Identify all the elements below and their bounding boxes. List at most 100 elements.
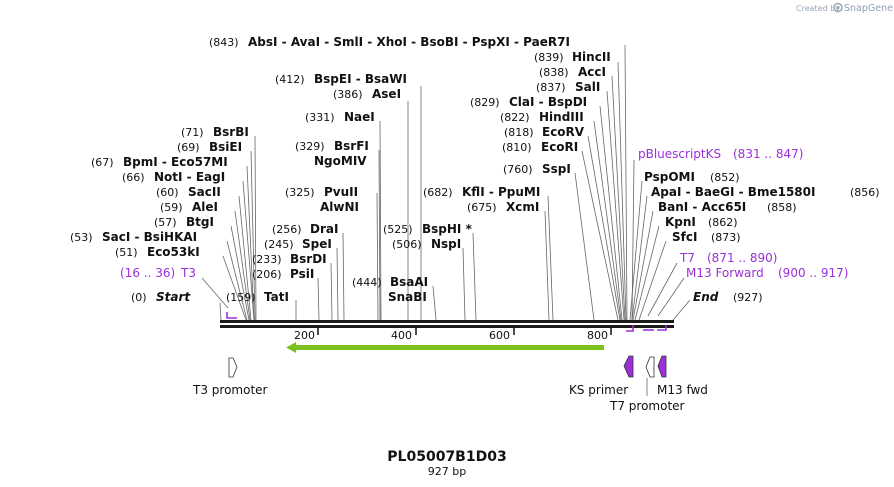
end-position: (927)	[733, 291, 763, 304]
primer-range: (871 .. 890)	[707, 251, 777, 265]
primer-range: (831 .. 847)	[733, 147, 803, 161]
enzyme-names: HindIII	[539, 110, 584, 124]
enzyme-position: (53)	[70, 231, 93, 244]
enzyme-names: BspHI *	[422, 222, 473, 236]
primer-name: T3	[180, 266, 196, 280]
m13-fwd-arrow	[657, 355, 667, 378]
enzyme-position: (412)	[275, 73, 305, 86]
enzyme-names: KpnI	[665, 215, 696, 229]
enzyme-names: NspI	[431, 237, 461, 251]
enzyme-names: NaeI	[344, 110, 375, 124]
enzyme-position: (233)	[252, 253, 282, 266]
tick-label: 400	[391, 329, 412, 342]
primer-name: T7	[679, 251, 695, 265]
enzyme-names: SnaBI	[388, 290, 427, 304]
start-position: (0)	[131, 291, 147, 304]
enzyme-names: BsiEI	[209, 140, 242, 154]
enzyme-position: (839)	[534, 51, 564, 64]
enzyme-position: (57)	[154, 216, 177, 229]
enzyme-names: SacII	[188, 185, 221, 199]
enzyme-names: PspOMI	[644, 170, 695, 184]
enzyme-names: EcoRV	[542, 125, 585, 139]
enzyme-names: KflI - PpuMI	[462, 185, 540, 199]
enzyme-position: (206)	[252, 268, 282, 281]
map-length: 927 bp	[428, 465, 466, 478]
enzyme-names: AleI	[192, 200, 218, 214]
enzyme-position: (525)	[383, 223, 413, 236]
primer-range: (16 .. 36)	[120, 266, 175, 280]
ruler: 200 400 600 800	[294, 328, 612, 342]
snapgene-brand: SnapGene	[844, 3, 893, 14]
enzyme-names: SpeI	[302, 237, 332, 251]
enzyme-names: SalI	[575, 80, 600, 94]
enzyme-position: (829)	[470, 96, 500, 109]
enzyme-position: (69)	[177, 141, 200, 154]
feature-label: M13 fwd	[657, 383, 708, 397]
enzyme-position: (386)	[333, 88, 363, 101]
orf-arrow	[286, 342, 604, 353]
enzyme-position: (682)	[423, 186, 453, 199]
enzyme-names: BsrBI	[213, 125, 249, 139]
t3-promoter-arrow	[228, 357, 238, 378]
primer-name: pBluescriptKS	[638, 147, 721, 161]
tick-label: 200	[294, 329, 315, 342]
enzyme-position: (873)	[711, 231, 741, 244]
enzyme-position: (760)	[503, 163, 533, 176]
enzyme-names: BspEI - BsaWI	[314, 72, 407, 86]
enzyme-names: TatI	[264, 290, 289, 304]
enzyme-position: (675)	[467, 201, 497, 214]
enzyme-position: (159)	[226, 291, 256, 304]
enzyme-names: BsrFI	[334, 139, 369, 153]
enzyme-position: (67)	[91, 156, 114, 169]
enzyme-position: (60)	[156, 186, 179, 199]
enzyme-names: AccI	[578, 65, 606, 79]
enzyme-position: (66)	[122, 171, 145, 184]
enzyme-position: (71)	[181, 126, 204, 139]
enzyme-position: (818)	[504, 126, 534, 139]
enzyme-names: NgoMIV	[314, 154, 367, 168]
enzyme-position: (331)	[305, 111, 335, 124]
enzyme-names: HincII	[572, 50, 611, 64]
t7-promoter-arrow	[645, 356, 655, 378]
enzyme-position: (822)	[500, 111, 530, 124]
primer-range: (900 .. 917)	[778, 266, 848, 280]
enzyme-names: PvuII	[324, 185, 358, 199]
enzyme-names: ApaI - BaeGI - Bme1580I	[651, 185, 815, 199]
enzyme-names: EcoRI	[541, 140, 578, 154]
enzyme-position: (843)	[209, 36, 239, 49]
enzyme-position: (838)	[539, 66, 569, 79]
primer-marks	[226, 312, 667, 332]
enzyme-position: (862)	[708, 216, 738, 229]
leader-lines	[201, 44, 691, 321]
enzyme-names: NotI - EagI	[154, 170, 225, 184]
snapgene-logo-icon	[833, 2, 843, 13]
feature-label: T3 promoter	[192, 383, 268, 397]
enzyme-position: (506)	[392, 238, 422, 251]
enzyme-position: (325)	[285, 186, 315, 199]
start-label: Start	[156, 290, 191, 304]
enzyme-names: BsaAI	[390, 275, 428, 289]
feature-label: KS primer	[569, 383, 628, 397]
enzyme-names: AseI	[372, 87, 401, 101]
enzyme-position: (810)	[502, 141, 532, 154]
tick-label: 800	[587, 329, 608, 342]
enzyme-names: XcmI	[506, 200, 539, 214]
enzyme-names: DraI	[310, 222, 338, 236]
ks-primer-arrow	[623, 355, 634, 378]
enzyme-position: (858)	[767, 201, 797, 214]
feature-label: T7 promoter	[609, 399, 685, 413]
enzyme-position: (444)	[352, 276, 382, 289]
enzyme-names: SspI	[542, 162, 571, 176]
enzyme-names: BtgI	[186, 215, 214, 229]
enzyme-names: BanI - Acc65I	[658, 200, 746, 214]
enzyme-names: ClaI - BspDI	[509, 95, 587, 109]
map-title: PL05007B1D03	[387, 449, 506, 465]
enzyme-position: (852)	[710, 171, 740, 184]
enzyme-names: Eco53kI	[147, 245, 200, 259]
primer-name: M13 Forward	[686, 266, 764, 280]
enzyme-names: SacI - BsiHKAI	[102, 230, 197, 244]
dna-backbone	[220, 320, 674, 328]
enzyme-position: (856)	[850, 186, 880, 199]
enzyme-names: AlwNI	[320, 200, 359, 214]
